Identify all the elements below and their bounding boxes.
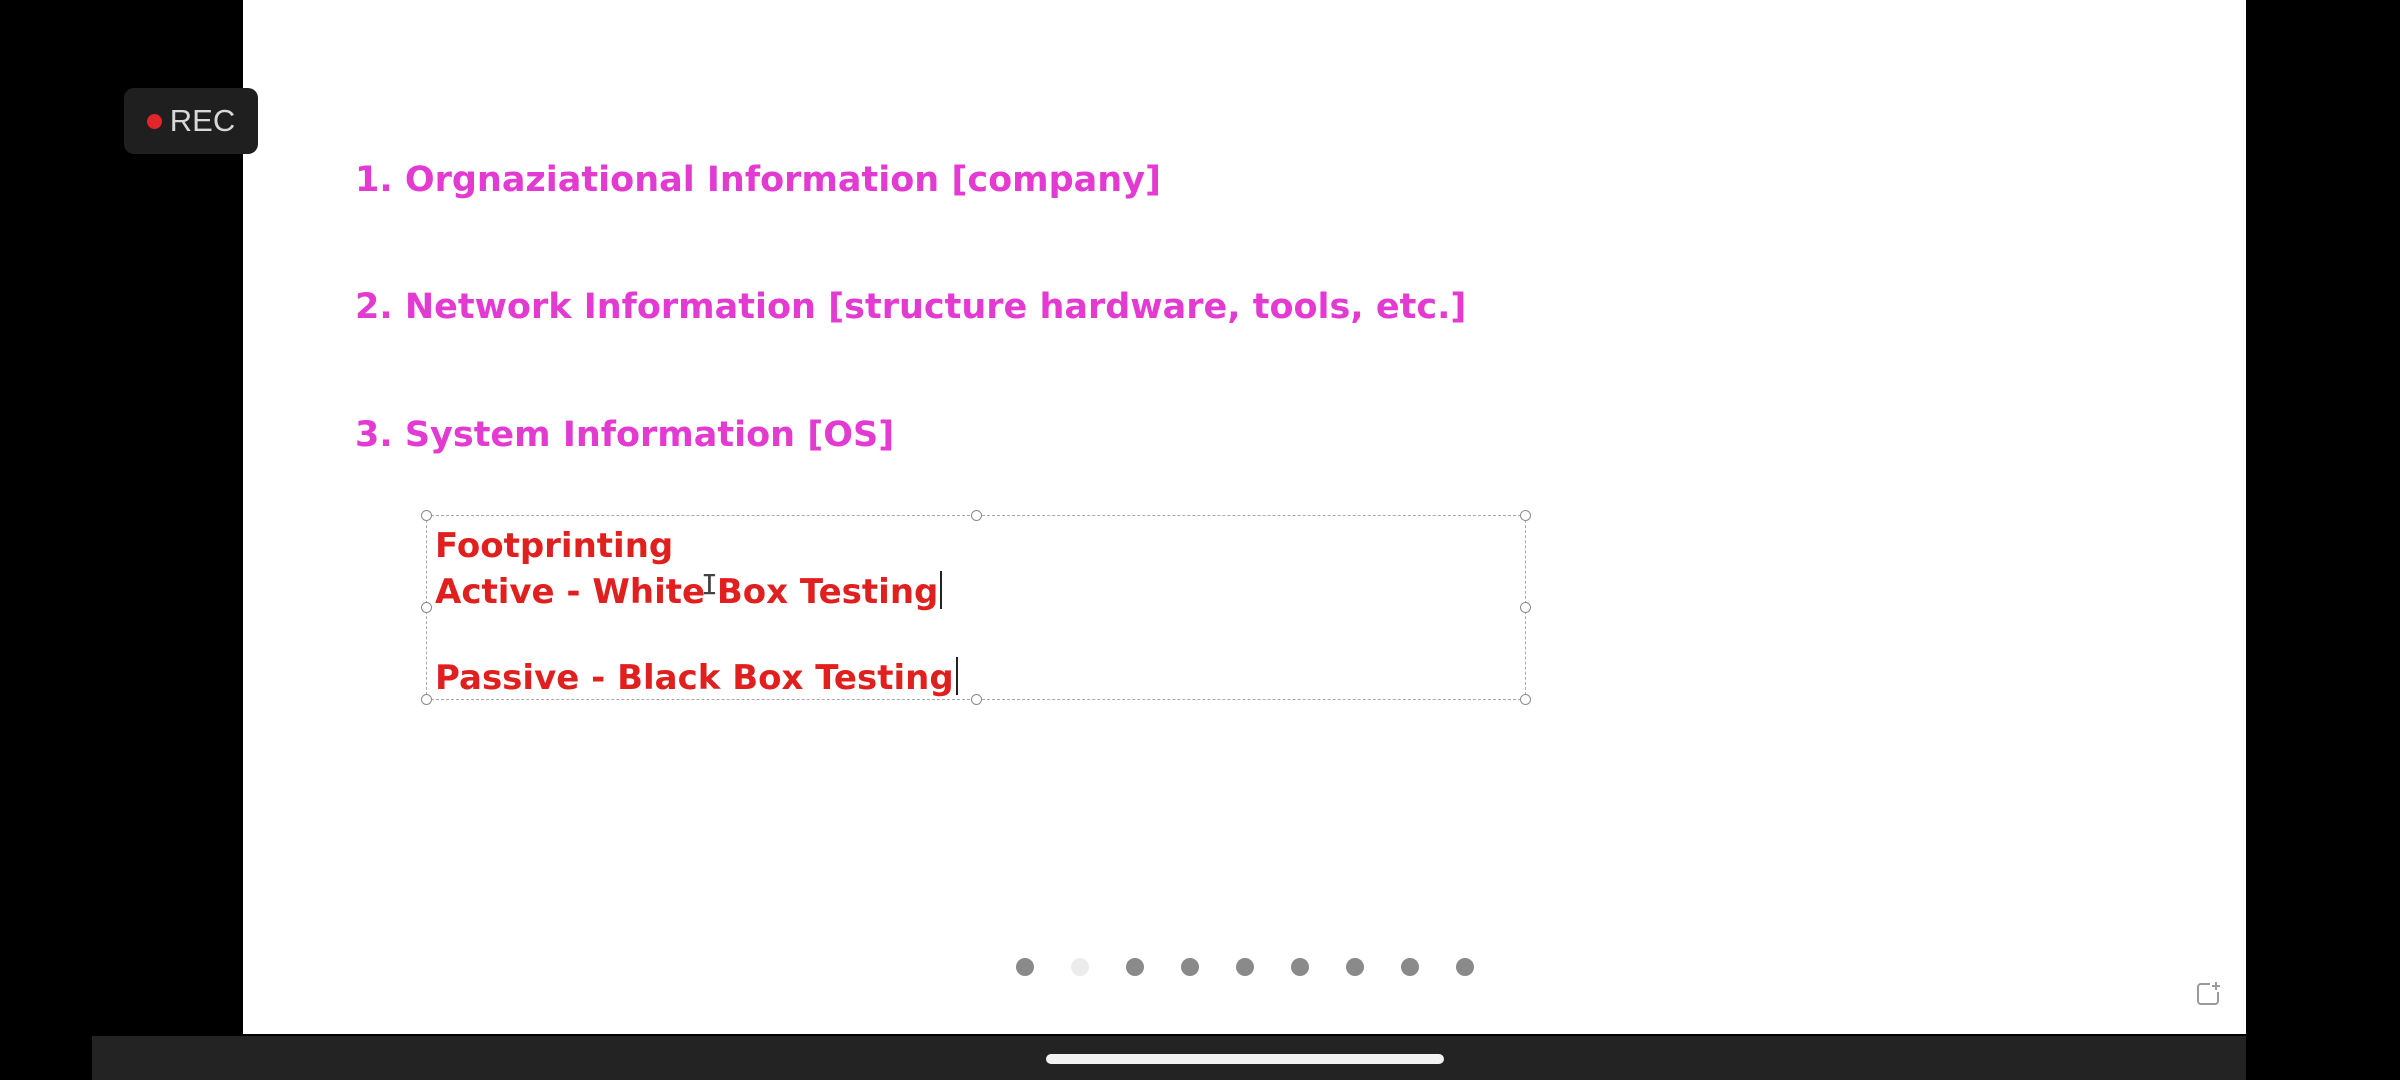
recording-indicator[interactable]: REC (124, 88, 258, 154)
share-icon[interactable] (2196, 980, 2222, 1006)
slide-canvas: 1. Orgnaziational Information [company] … (243, 0, 2246, 1034)
text-caret (940, 571, 943, 609)
heading-network-info: 2. Network Information [structure hardwa… (355, 287, 1467, 327)
i-beam-cursor-icon: I (701, 568, 718, 601)
page-dot-8[interactable] (1401, 958, 1419, 976)
page-dot-6[interactable] (1291, 958, 1309, 976)
resize-handle-middle-right[interactable] (1520, 602, 1531, 613)
page-dot-3[interactable] (1126, 958, 1144, 976)
text-caret-end (955, 657, 958, 695)
slide-pagination (1016, 958, 1474, 976)
resize-handle-bottom-middle[interactable] (971, 694, 982, 705)
heading-system-info: 3. System Information [OS] (355, 415, 895, 455)
textbox-line-passive[interactable]: Passive - Black Box Testing (435, 657, 958, 695)
resize-handle-middle-left[interactable] (421, 602, 432, 613)
resize-handle-bottom-right[interactable] (1520, 694, 1531, 705)
textbox-line-active[interactable]: Active - White Box Testing (435, 571, 943, 612)
recording-label: REC (169, 103, 236, 138)
heading-organizational-info: 1. Orgnaziational Information [company] (355, 160, 1162, 200)
page-dot-7[interactable] (1346, 958, 1364, 976)
resize-handle-top-right[interactable] (1520, 510, 1531, 521)
resize-handle-top-left[interactable] (421, 510, 432, 521)
selected-text-box[interactable]: Footprinting Active - White Box Testing … (421, 510, 1531, 705)
home-indicator[interactable] (1046, 1054, 1444, 1064)
page-dot-9[interactable] (1456, 958, 1474, 976)
page-dot-5[interactable] (1236, 958, 1254, 976)
record-dot-icon (146, 113, 162, 129)
resize-handle-top-middle[interactable] (971, 510, 982, 521)
resize-handle-bottom-left[interactable] (421, 694, 432, 705)
page-dot-4[interactable] (1181, 958, 1199, 976)
textbox-line-passive-text: Passive - Black Box Testing (435, 658, 954, 698)
textbox-line-active-text: Active - White Box Testing (435, 572, 939, 612)
page-dot-2-active[interactable] (1071, 958, 1089, 976)
page-dot-1[interactable] (1016, 958, 1034, 976)
textbox-line-footprinting[interactable]: Footprinting (435, 526, 674, 566)
